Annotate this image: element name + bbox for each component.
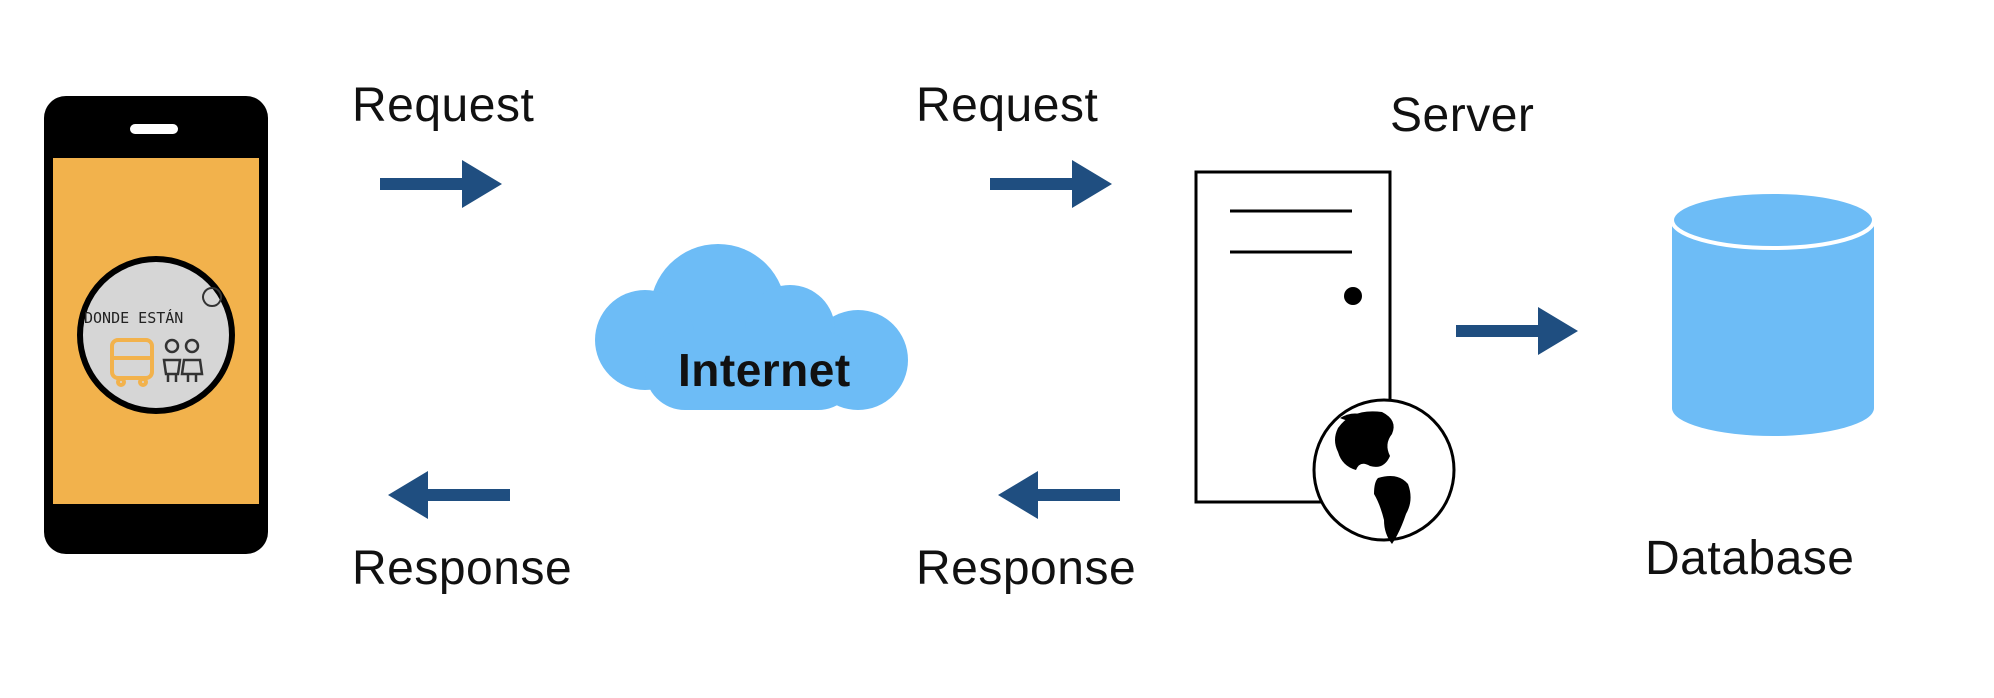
request-arrow-left (380, 160, 502, 208)
phone-speaker (130, 124, 178, 134)
bus-icon (110, 338, 154, 387)
response-arrow-right (998, 471, 1120, 519)
phone-icon: DONDE ESTÁN (44, 96, 268, 554)
response-arrow-left (388, 471, 510, 519)
app-logo-text: DONDE ESTÁN (84, 308, 183, 327)
server-to-database-arrow (1456, 307, 1578, 355)
location-pin-icon (202, 287, 223, 307)
request-label-right: Request (916, 79, 1099, 132)
children-icon (162, 338, 204, 382)
app-logo: DONDE ESTÁN (77, 256, 235, 414)
globe-icon (1312, 398, 1456, 544)
response-label-left: Response (352, 542, 573, 595)
response-label-right: Response (916, 542, 1137, 595)
internet-label: Internet (678, 344, 851, 396)
server-label: Server (1390, 89, 1535, 142)
internet-cloud-icon (595, 244, 908, 410)
request-arrow-right (990, 160, 1112, 208)
database-icon (1670, 190, 1876, 436)
server-power-dot (1344, 287, 1362, 305)
database-label: Database (1645, 532, 1855, 585)
request-label-left: Request (352, 79, 535, 132)
